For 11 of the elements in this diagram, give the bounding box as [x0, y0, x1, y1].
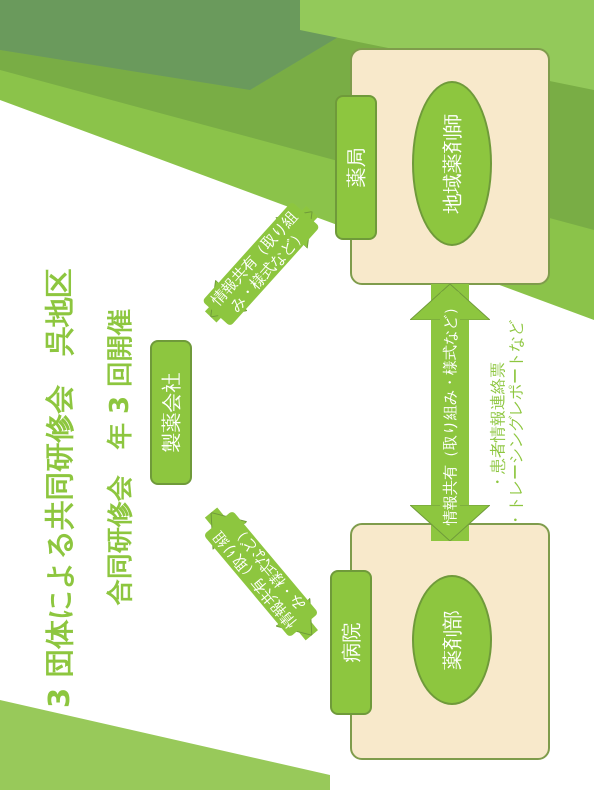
- subtitle: 合同研修会 年 3 回開催: [104, 308, 136, 605]
- pharmacist-ellipse: 地域薬剤師: [412, 81, 492, 246]
- department-ellipse: 薬剤部: [412, 575, 492, 705]
- company-box: 製薬会社: [150, 340, 192, 485]
- note-text: ・患者情報連絡票: [488, 362, 508, 490]
- pharmacy-box: 薬局: [335, 95, 377, 240]
- double-arrow: [410, 284, 490, 542]
- note-text: ・トレーシングレポートなど: [506, 320, 526, 528]
- hospital-box: 病院: [330, 570, 372, 715]
- title: 3 団体による共同研修会 呉地区: [41, 268, 77, 708]
- edge-label: 情報共有（取り組み・様式など）: [204, 510, 320, 638]
